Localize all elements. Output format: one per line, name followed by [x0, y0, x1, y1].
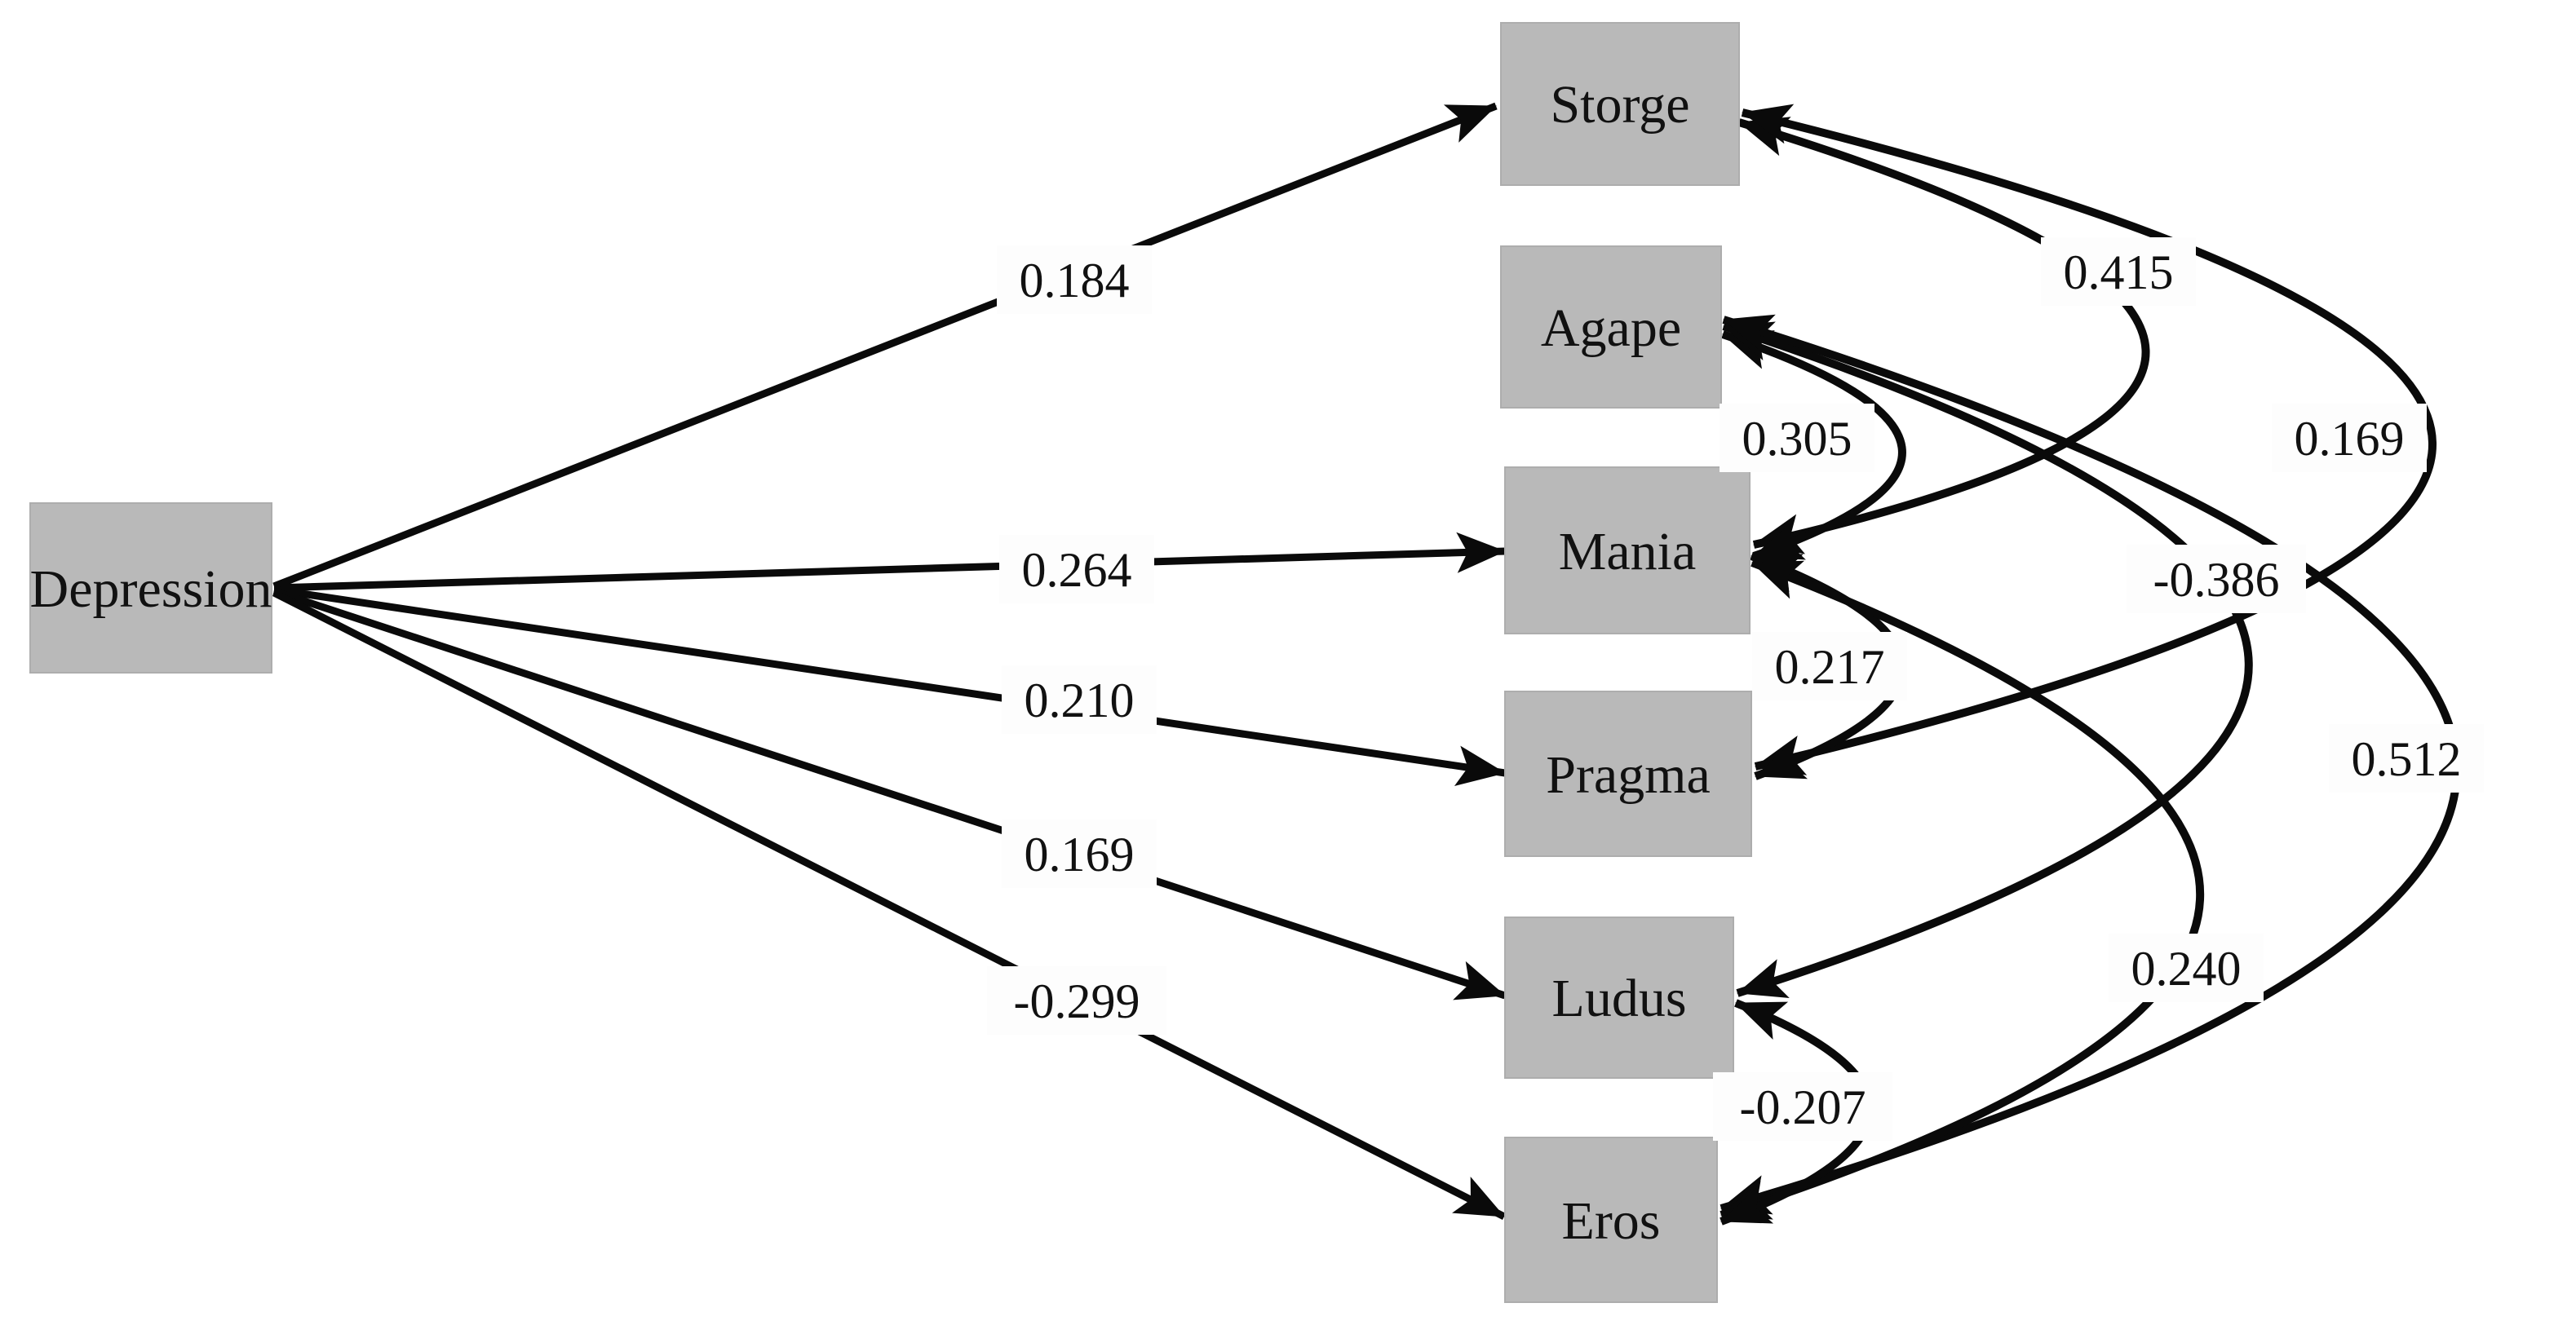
node-storge-label: Storge: [1550, 75, 1689, 135]
path-depression-pragma: [273, 585, 1506, 787]
coef-bg-depression-pragma: [1002, 665, 1157, 734]
node-storge: Storge: [1500, 22, 1740, 186]
coef-mania-pragma-value: 0.217: [1775, 640, 1885, 694]
node-agape: Agape: [1500, 245, 1722, 409]
coef-bg-agape-ludus: [2127, 545, 2306, 613]
regression-paths: [272, 102, 1507, 1221]
coef-bg-agape-eros: [2329, 724, 2484, 793]
coef-depression-pragma: 0.210: [1002, 665, 1157, 734]
coef-depression-pragma-value: 0.210: [1025, 674, 1135, 727]
coef-depression-eros: -0.299: [987, 966, 1166, 1035]
path-depression-eros: [272, 589, 1507, 1221]
coef-bg-depression-ludus: [1002, 819, 1157, 888]
coef-ludus-eros: -0.207: [1713, 1072, 1892, 1141]
coef-storge-pragma: 0.169: [2272, 404, 2427, 472]
node-depression-box: [29, 502, 272, 674]
coef-agape-eros-value: 0.512: [2352, 732, 2462, 786]
coef-mania-eros-value: 0.240: [2131, 942, 2242, 996]
coef-bg-depression-storge: [997, 245, 1152, 314]
covariance-agape-ludus: [1722, 321, 2253, 998]
coef-mania-eros: 0.240: [2109, 934, 2264, 1002]
path-depression-storge: [272, 102, 1498, 590]
covariance-coefficient-labels: 0.415 0.169 0.305 -0.386 0.512 0.217 0.2…: [1713, 237, 2484, 1141]
coef-depression-mania-value: 0.264: [1022, 543, 1132, 597]
coef-bg-depression-mania: [999, 535, 1154, 603]
coef-storge-mania: 0.415: [2041, 237, 2196, 306]
coef-bg-storge-mania: [2041, 237, 2196, 306]
coef-depression-ludus: 0.169: [1002, 819, 1157, 888]
node-storge-box: [1500, 22, 1740, 186]
coef-bg-ludus-eros: [1713, 1072, 1892, 1141]
coef-bg-storge-pragma: [2272, 404, 2427, 472]
coef-agape-eros: 0.512: [2329, 724, 2484, 793]
covariance-mania-eros: [1720, 559, 2204, 1220]
node-pragma: Pragma: [1504, 691, 1752, 857]
node-depression: Depression: [29, 502, 272, 674]
node-pragma-label: Pragma: [1546, 745, 1711, 805]
node-ludus-box: [1504, 917, 1734, 1079]
node-mania-box: [1504, 466, 1751, 634]
covariance-storge-mania: [1737, 117, 2150, 554]
node-eros-label: Eros: [1562, 1191, 1661, 1251]
node-mania-label: Mania: [1559, 522, 1697, 581]
path-depression-ludus: [272, 587, 1507, 1000]
node-eros: Eros: [1504, 1137, 1718, 1303]
coef-bg-mania-eros: [2109, 934, 2264, 1002]
coef-depression-storge-value: 0.184: [1020, 254, 1130, 307]
node-pragma-box: [1504, 691, 1752, 857]
node-mania: Mania: [1504, 466, 1751, 634]
path-coefficient-labels: 0.184 0.264 0.210 0.169 -0.299: [987, 245, 1166, 1035]
node-eros-box: [1504, 1137, 1718, 1303]
coef-depression-mania: 0.264: [999, 535, 1154, 603]
path-depression-mania: [273, 532, 1506, 592]
node-agape-label: Agape: [1541, 298, 1681, 358]
coef-agape-ludus: -0.386: [2127, 545, 2306, 613]
coef-agape-mania-value: 0.305: [1742, 412, 1852, 466]
coef-depression-eros-value: -0.299: [1014, 974, 1140, 1028]
coef-storge-pragma-value: 0.169: [2295, 412, 2405, 466]
coef-depression-ludus-value: 0.169: [1025, 828, 1135, 881]
coef-bg-mania-pragma: [1752, 632, 1907, 700]
coef-bg-depression-eros: [987, 966, 1166, 1035]
coef-ludus-eros-value: -0.207: [1740, 1080, 1866, 1134]
covariance-agape-mania: [1721, 330, 1906, 560]
coef-mania-pragma: 0.217: [1752, 632, 1907, 700]
node-ludus-label: Ludus: [1552, 969, 1687, 1028]
nodes: Depression Storge Agape Mania Pragma Lud…: [29, 22, 1752, 1303]
node-depression-label: Depression: [30, 559, 272, 619]
node-agape-box: [1500, 245, 1722, 409]
coef-agape-ludus-value: -0.386: [2153, 553, 2280, 607]
coef-agape-mania: 0.305: [1720, 404, 1874, 472]
covariance-storge-pragma: [1741, 104, 2437, 775]
node-ludus: Ludus: [1504, 917, 1734, 1079]
coef-depression-storge: 0.184: [997, 245, 1152, 314]
coef-storge-mania-value: 0.415: [2064, 245, 2174, 299]
coef-bg-agape-mania: [1720, 404, 1874, 472]
